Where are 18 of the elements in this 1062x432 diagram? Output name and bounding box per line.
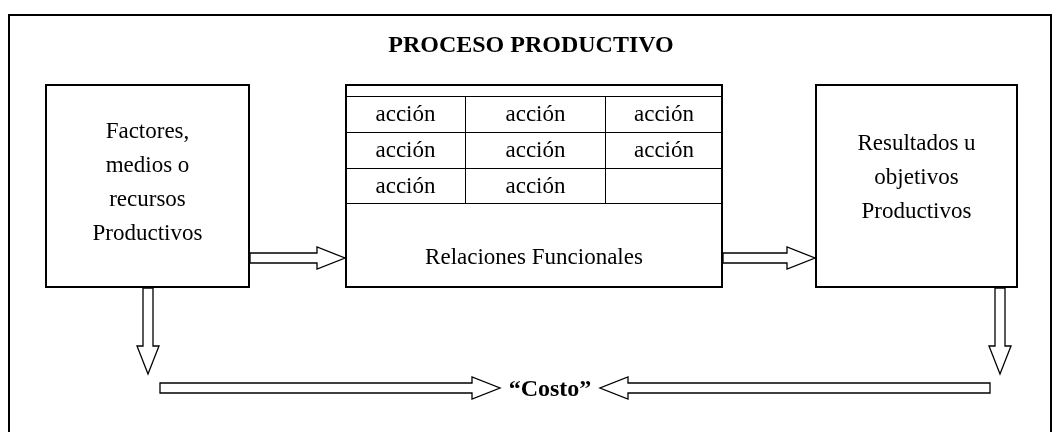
action-cell: acción <box>465 96 605 132</box>
process-box <box>45 84 250 288</box>
action-cell: acción <box>345 132 465 168</box>
title: PROCESO PRODUCTIVO <box>388 30 674 59</box>
hollow-arrow <box>136 287 160 376</box>
hollow-arrow <box>598 376 991 400</box>
process-box <box>815 84 1018 288</box>
action-cell: acción <box>465 168 605 204</box>
action-cell: acción <box>605 132 723 168</box>
action-cell: acción <box>345 96 465 132</box>
hollow-arrow <box>722 246 817 270</box>
hollow-arrow <box>988 287 1012 376</box>
action-cell: acción <box>345 168 465 204</box>
hollow-arrow <box>249 246 347 270</box>
process-box <box>345 84 723 288</box>
action-cell: acción <box>465 132 605 168</box>
hollow-arrow <box>159 376 502 400</box>
action-cell: acción <box>605 96 723 132</box>
